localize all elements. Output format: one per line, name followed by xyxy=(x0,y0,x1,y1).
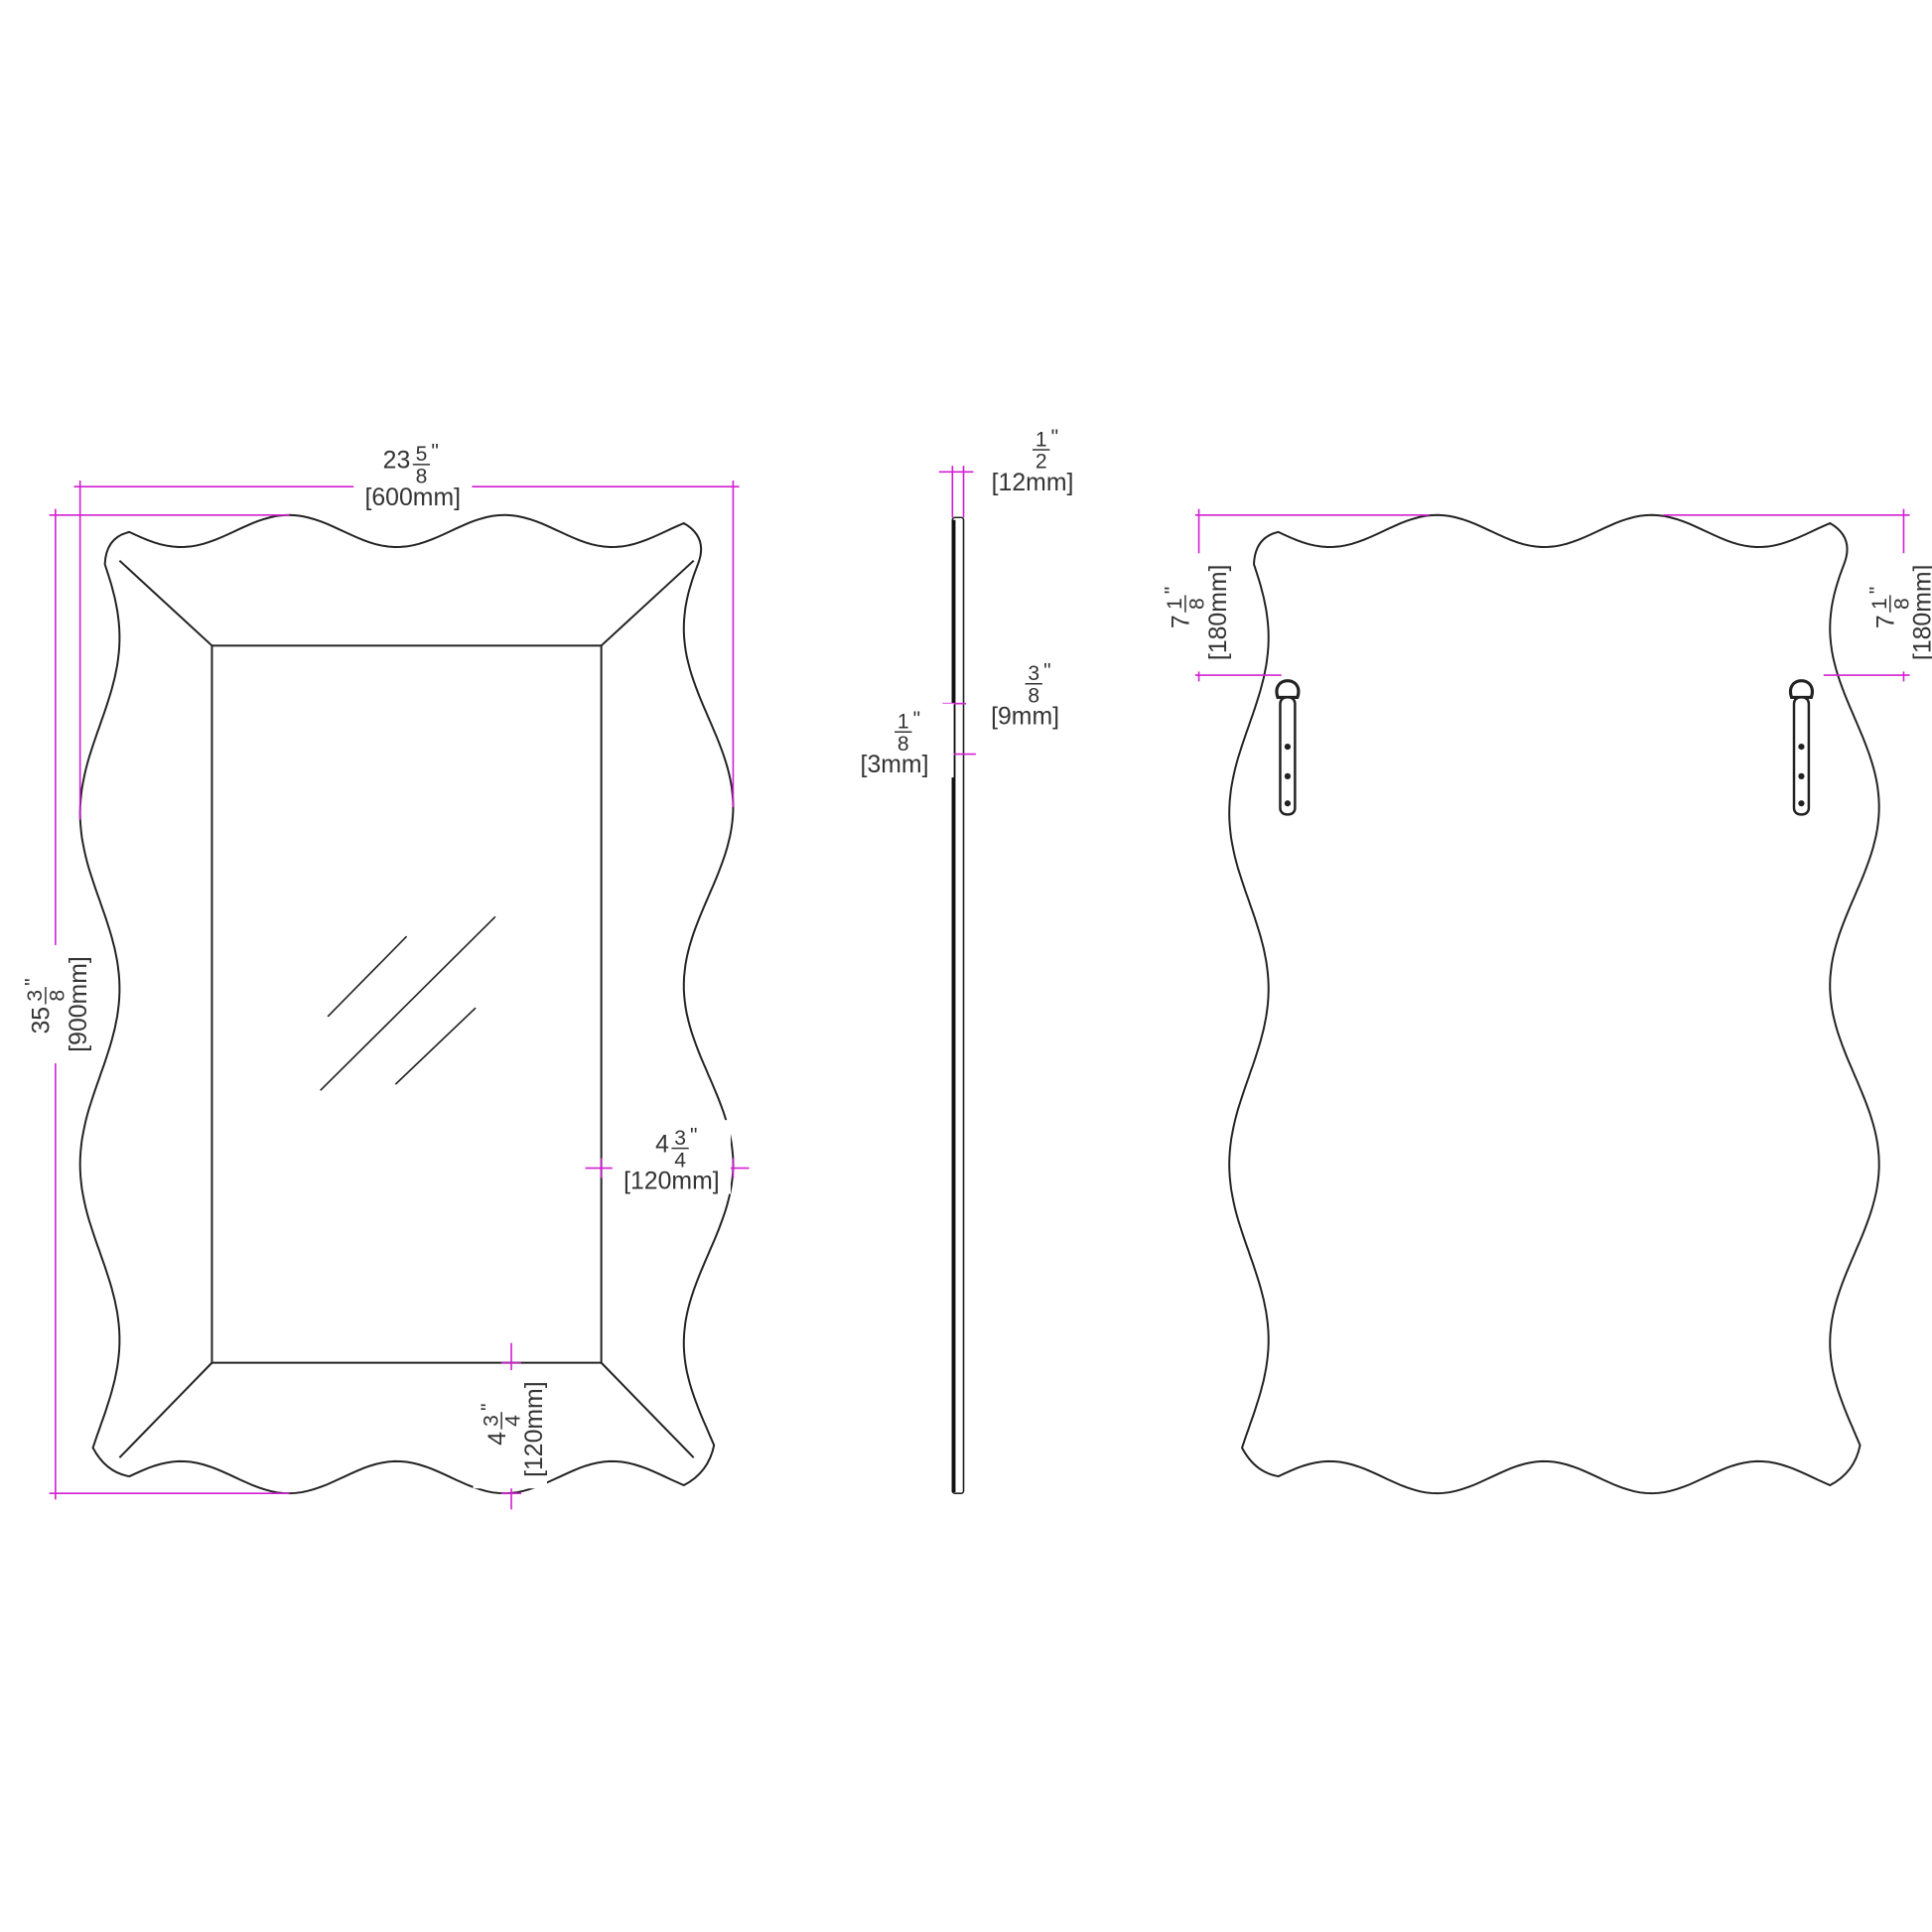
dimension-denominator: 4 xyxy=(502,1415,525,1427)
dimension-numerator: 1 xyxy=(897,710,909,733)
backing-thickness-label: 18" [3mm] xyxy=(835,703,954,778)
label-background xyxy=(1862,553,1932,672)
glass-reflection-icon xyxy=(320,915,496,1091)
dimension-denominator: 8 xyxy=(1186,598,1209,610)
label-background xyxy=(353,436,473,510)
dimension-numerator: 1 xyxy=(1868,598,1891,610)
label-background xyxy=(973,421,1092,495)
side-view: 12"[12mm] 38"[9mm] 18"[3mm] xyxy=(835,421,1092,1494)
dimension-whole: 35 xyxy=(29,1007,56,1035)
dimension-millimeters: [12mm] xyxy=(992,470,1074,496)
label-background xyxy=(612,1120,731,1194)
dimension-denominator: 8 xyxy=(1028,684,1039,707)
dimension-denominator: 8 xyxy=(897,733,909,756)
dimension-millimeters: [120mm] xyxy=(623,1169,720,1195)
width-dimension xyxy=(73,481,740,820)
dimension-whole: 4 xyxy=(655,1131,669,1158)
inch-mark: " xyxy=(1043,660,1050,683)
dimension-whole: 4 xyxy=(484,1432,511,1446)
inch-mark: " xyxy=(913,708,920,731)
dimension-numerator: 1 xyxy=(1164,598,1186,610)
label-background xyxy=(17,944,91,1064)
dimension-millimeters: [180mm] xyxy=(1205,565,1232,661)
dimension-numerator: 3 xyxy=(24,990,47,1002)
d-ring-hanger-icon xyxy=(1275,679,1301,816)
dimension-denominator: 8 xyxy=(47,990,69,1002)
dimension-millimeters: [180mm] xyxy=(1910,565,1932,661)
back-outline xyxy=(1228,513,1880,1495)
inch-mark: " xyxy=(1051,426,1058,449)
label-background xyxy=(966,655,1085,730)
dimension-numerator: 3 xyxy=(480,1415,502,1427)
dimension-millimeters: [3mm] xyxy=(861,752,929,778)
dimension-whole: 7 xyxy=(1873,615,1900,628)
inch-mark: " xyxy=(22,978,45,985)
label-background xyxy=(1157,553,1231,672)
inch-mark: " xyxy=(1866,587,1889,594)
dimension-denominator: 8 xyxy=(416,466,428,488)
label-background xyxy=(473,1370,548,1489)
bevel-lines xyxy=(118,559,695,1458)
inch-mark: " xyxy=(431,441,438,464)
inch-mark: " xyxy=(1162,587,1184,594)
mirror-outline xyxy=(78,513,735,1495)
total-thickness-label: 12" [12mm] xyxy=(973,421,1092,496)
mirror-thickness-label: 38" [9mm] xyxy=(966,655,1085,731)
dimension-numerator: 1 xyxy=(1035,428,1047,451)
inch-mark: " xyxy=(478,1404,500,1411)
dimension-numerator: 5 xyxy=(416,443,428,466)
inch-mark: " xyxy=(690,1124,697,1147)
dimension-denominator: 8 xyxy=(1890,598,1913,610)
dimension-numerator: 3 xyxy=(1028,662,1039,685)
label-background xyxy=(835,703,954,778)
dimension-millimeters: [120mm] xyxy=(521,1381,548,1477)
mirror-glass-panel xyxy=(210,644,603,1364)
dimension-millimeters: [600mm] xyxy=(364,484,461,511)
dimension-denominator: 4 xyxy=(674,1149,686,1172)
dimension-whole: 23 xyxy=(383,448,411,475)
dimension-denominator: 2 xyxy=(1035,451,1047,474)
dimension-numerator: 3 xyxy=(674,1127,686,1150)
d-ring-hanger-icon xyxy=(1788,679,1814,816)
dimension-millimeters: [9mm] xyxy=(991,704,1059,731)
dimension-millimeters: [900mm] xyxy=(66,956,92,1052)
dimension-whole: 7 xyxy=(1169,615,1195,628)
